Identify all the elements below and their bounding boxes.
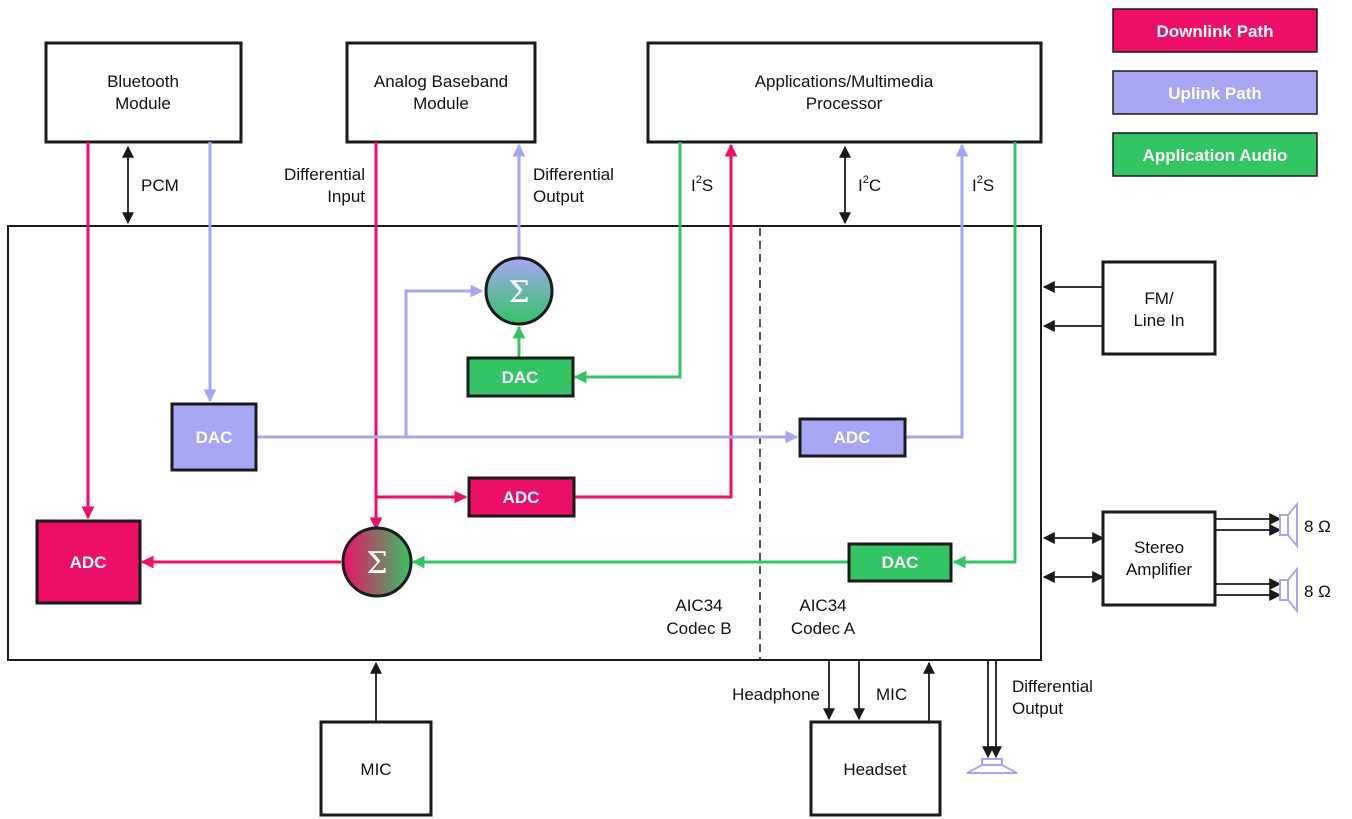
svg-text:Differential: Differential	[284, 165, 365, 184]
bluetooth-label-line1: Bluetooth	[107, 72, 179, 91]
svg-text:Codec A: Codec A	[791, 619, 856, 638]
headset-mic-label: MIC	[876, 685, 907, 704]
baseband-label-line2: Module	[413, 94, 469, 113]
stereo-amp-label-line2: Amplifier	[1126, 560, 1192, 579]
baseband-label-line1: Analog Baseband	[374, 72, 508, 91]
i2s-left-label: I2S	[691, 174, 713, 195]
adc-to-processor-path	[574, 143, 738, 499]
svg-text:Module: Module	[413, 94, 469, 113]
dac-uplink-block: DAC	[170, 402, 258, 472]
legend-downlink-swatch	[1112, 8, 1318, 53]
svg-text:Differential: Differential	[1012, 677, 1093, 696]
summer-bottom-symbol: Σ	[366, 546, 387, 581]
legend: Downlink Path Uplink Path Application Au…	[1112, 8, 1318, 177]
headset-block-label: Headset	[843, 760, 907, 779]
speaker-bottom-label: 8 Ω	[1304, 582, 1331, 601]
i2c-label: I2C	[858, 174, 881, 195]
fm-line-in-block: FM/ Line In	[1101, 260, 1217, 356]
svg-text:FM/: FM/	[1144, 289, 1174, 308]
svg-text:AIC34: AIC34	[675, 596, 722, 615]
processor-to-top-dac-path	[573, 142, 682, 384]
processor-label-line2: Processor	[806, 94, 883, 113]
adc-downlink-left-block: ADC	[35, 519, 142, 605]
diff-input-label-line1: Differential	[284, 165, 365, 184]
processor-label-line1: Applications/Multimedia	[755, 72, 934, 91]
legend-uplink-swatch	[1112, 70, 1318, 115]
adc-uplink-block: ADC	[798, 417, 907, 458]
svg-text:Differential: Differential	[533, 165, 614, 184]
legend-application-label: Application Audio	[1143, 146, 1288, 165]
speaker-top-label: 8 Ω	[1304, 517, 1331, 536]
uplink-paths	[203, 142, 969, 444]
codec-a-label-line2: Codec A	[791, 619, 856, 638]
svg-text:Module: Module	[115, 94, 171, 113]
dac-top-block: DAC	[466, 356, 575, 398]
svg-text:Processor: Processor	[806, 94, 883, 113]
adc-downlink-middle-block: ADC	[467, 476, 576, 518]
dac-uplink-label: DAC	[196, 428, 233, 447]
fm-label-line2: Line In	[1133, 311, 1184, 330]
svg-text:AIC34: AIC34	[799, 596, 846, 615]
svg-text:Amplifier: Amplifier	[1126, 560, 1192, 579]
summer-top-symbol: Σ	[508, 275, 529, 310]
dac-to-sum-path	[404, 284, 484, 437]
summer-top: Σ	[484, 256, 554, 326]
i2s-right-label: I2S	[972, 174, 994, 195]
bluetooth-label-line2: Module	[115, 94, 171, 113]
black-connectors	[122, 145, 1282, 759]
fm-label-line1: FM/	[1144, 289, 1174, 308]
speaker-top-icon	[1279, 501, 1298, 549]
stereo-amplifier-block: Stereo Amplifier	[1101, 510, 1217, 607]
svg-text:Output: Output	[1012, 699, 1063, 718]
stereo-amp-label-line1: Stereo	[1134, 538, 1184, 557]
svg-text:Applications/Multimedia: Applications/Multimedia	[755, 72, 934, 91]
svg-text:Stereo: Stereo	[1134, 538, 1184, 557]
dac-right-label: DAC	[882, 553, 919, 572]
pcm-label: PCM	[141, 176, 179, 195]
headset-block: Headset	[809, 720, 942, 817]
bluetooth-module-block: Bluetooth Module	[44, 41, 243, 144]
dac-right-block: DAC	[847, 542, 953, 583]
mic-block: MIC	[319, 720, 433, 817]
diff-output-top-label-line2: Output	[533, 187, 584, 206]
application-paths	[411, 142, 1017, 569]
codec-b-label-line1: AIC34	[675, 596, 722, 615]
codec-b-label-line2: Codec B	[666, 619, 731, 638]
diff-input-label-line2: Input	[327, 187, 365, 206]
svg-text:Output: Output	[533, 187, 584, 206]
dac-top-label: DAC	[502, 368, 539, 387]
legend-uplink-label: Uplink Path	[1168, 84, 1262, 103]
adc-downlink-left-label: ADC	[70, 553, 107, 572]
analog-baseband-block: Analog Baseband Module	[345, 41, 537, 144]
processor-block: Applications/Multimedia Processor	[646, 41, 1043, 144]
earpiece-speaker-icon	[966, 758, 1018, 774]
svg-text:Codec B: Codec B	[666, 619, 731, 638]
summer-bottom: Σ	[341, 526, 413, 598]
svg-text:Analog Baseband: Analog Baseband	[374, 72, 508, 91]
svg-text:Input: Input	[327, 187, 365, 206]
adc-to-processor-i2s-path	[905, 143, 969, 439]
diff-output-bottom-label-line2: Output	[1012, 699, 1063, 718]
diff-output-bottom-label-line1: Differential	[1012, 677, 1093, 696]
headphone-label: Headphone	[732, 685, 820, 704]
legend-downlink-label: Downlink Path	[1156, 22, 1273, 41]
adc-downlink-middle-label: ADC	[503, 488, 540, 507]
adc-uplink-label: ADC	[834, 428, 871, 447]
diff-output-top-label-line1: Differential	[533, 165, 614, 184]
codec-a-label-line1: AIC34	[799, 596, 846, 615]
svg-text:Line In: Line In	[1133, 311, 1184, 330]
processor-to-right-dac-path	[952, 142, 1017, 569]
downlink-paths	[81, 142, 738, 569]
mic-block-label: MIC	[360, 760, 391, 779]
codec-frame	[7, 225, 1042, 661]
speaker-bottom-icon	[1279, 566, 1298, 614]
svg-text:Bluetooth: Bluetooth	[107, 72, 179, 91]
legend-application-swatch	[1112, 132, 1318, 177]
